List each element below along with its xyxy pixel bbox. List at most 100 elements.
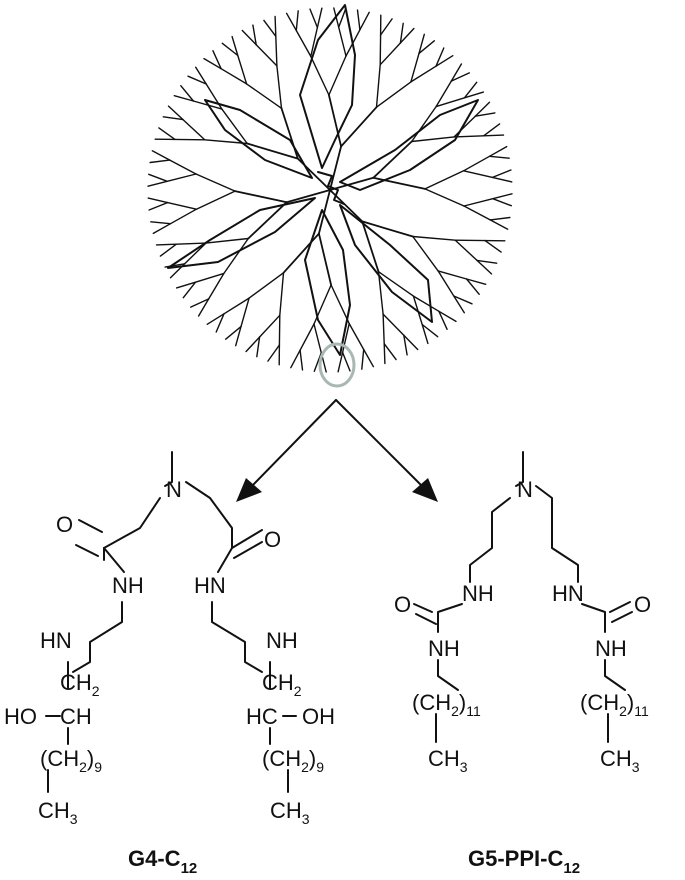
dendrimer-branch — [275, 35, 278, 67]
dendrimer-branch — [241, 29, 257, 46]
dendrimer-branch — [290, 349, 301, 369]
dendrimer-branch — [173, 94, 195, 102]
dendrimer-branch — [483, 123, 501, 137]
dendrimer-branch — [463, 81, 478, 99]
dendrimer-branch — [375, 63, 381, 108]
dendrimer-branch — [348, 322, 365, 351]
dendrimer-branch — [484, 239, 502, 253]
dendrimer-branch — [158, 127, 176, 141]
label-g5-ppi-c12: G5-PPI-C12 — [468, 846, 580, 877]
dendrimer-branch — [410, 65, 437, 83]
dendrimer-branch — [383, 343, 397, 361]
dendrimer-branch — [377, 271, 384, 315]
n-core-left: N — [166, 477, 182, 502]
dendrimer-branch — [338, 7, 347, 28]
chain-right: (CH2)9 — [262, 746, 324, 775]
ch3-left-ppi: CH3 — [428, 746, 468, 775]
dendrimer-branch — [240, 297, 250, 328]
dendrimer-branch — [276, 65, 283, 110]
dendrimer-branch — [474, 112, 496, 117]
dendrimer-branch — [412, 235, 439, 272]
dendrimer-branch — [282, 232, 320, 274]
dendrimer-branch — [152, 222, 172, 235]
dendrimer-branch — [169, 208, 198, 225]
dendrimer-branch — [476, 259, 493, 275]
dendrimer-branch — [207, 272, 225, 300]
dendrimer-branch — [488, 155, 510, 159]
dendrimer-branch — [382, 313, 405, 336]
dendrimer-schematic — [147, 4, 513, 388]
dendrimer-branch — [476, 259, 498, 264]
dendrimer-branch — [403, 334, 419, 351]
dendrimer-branch — [403, 334, 408, 356]
dendrimer-branch — [162, 116, 184, 121]
dendrimer-branch — [330, 284, 350, 325]
dendrimer-branch — [299, 323, 315, 351]
dendrimer-branch — [175, 281, 197, 289]
nh-left-lower: NH — [428, 636, 460, 661]
dendrimer-branch — [453, 115, 476, 138]
dendrimer-branch — [189, 298, 210, 308]
dendrimer-branch — [337, 351, 344, 373]
dendrimer-branch — [465, 278, 480, 295]
dendrimer-branch — [399, 27, 415, 44]
arrow-left-head — [236, 478, 262, 502]
dendrimer-wedges — [167, 4, 479, 356]
dendrimer-branch — [463, 91, 485, 99]
dendrimer-branch — [462, 155, 491, 172]
dendrimer-branch — [488, 145, 508, 158]
dendrimer-branch — [437, 270, 468, 280]
dendrimer-branch — [175, 242, 207, 245]
nh-right-lower: NH — [595, 636, 627, 661]
o-right-urea: O — [634, 592, 651, 617]
o-left-urea: O — [394, 592, 411, 617]
dendrimer-branch — [231, 35, 239, 57]
dendrimer-branch — [359, 11, 370, 31]
ch3-right: CH3 — [270, 798, 310, 827]
dendrimer-branch — [438, 310, 448, 330]
dendrimer-branch — [180, 84, 195, 102]
nh-left-upper: NH — [462, 581, 494, 606]
dendrimer-branch — [267, 344, 281, 362]
dendrimer-branch — [258, 314, 281, 338]
dendrimer-branch — [356, 9, 361, 31]
dendrimer-branch — [435, 97, 466, 108]
dendrimer-branch — [341, 351, 351, 372]
dendrimer-branch — [148, 201, 169, 211]
dendrimer-branch — [412, 235, 456, 241]
dendrimer-branch — [329, 176, 375, 191]
dendrimer-branch — [256, 336, 261, 358]
dendrimer-branch — [164, 263, 186, 268]
dendrimer-branch — [450, 72, 470, 82]
highlight-ellipse — [318, 342, 356, 388]
dendrimer-branch — [411, 136, 455, 143]
dendrimer-branch — [187, 75, 207, 85]
dendrimer-branch — [491, 176, 513, 183]
dendrimer-branch — [246, 142, 299, 160]
dendrimer-branch — [435, 47, 445, 67]
dendrimer-branch — [450, 63, 463, 82]
dendrimer-branches — [147, 7, 513, 373]
ho-left: HO — [4, 704, 37, 729]
dendrimer-branch — [169, 159, 197, 175]
dendrimer-branch — [435, 80, 452, 108]
dendrimer-branch — [462, 170, 494, 179]
hc-right: HC — [246, 704, 278, 729]
dendrimer-branch — [340, 106, 378, 148]
dendrimer-branch — [247, 201, 288, 240]
dendrimer-branch — [203, 139, 248, 145]
dendrimer-branch — [465, 278, 487, 285]
dendrimer-branch — [421, 323, 439, 338]
dendrimer-branch — [438, 310, 457, 323]
arrow-right-head — [412, 478, 438, 502]
hn-right-upper: HN — [552, 581, 584, 606]
dendrimer-branch — [437, 270, 455, 297]
dendrimer-branch — [329, 189, 364, 223]
nh-right-lower: NH — [266, 628, 298, 653]
o-right: O — [264, 527, 281, 552]
dendrimer-branch — [418, 40, 435, 55]
dendrimer-branch — [224, 325, 242, 340]
dendrimer-branch — [182, 118, 206, 141]
